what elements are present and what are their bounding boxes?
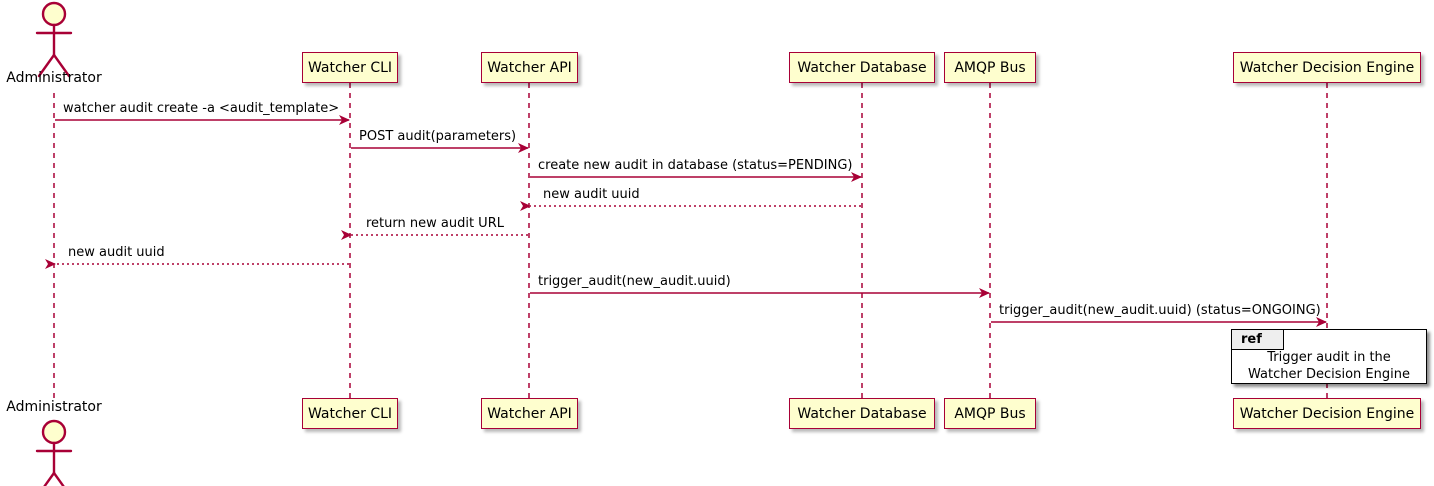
- message-label-msg-2: POST audit(parameters): [359, 129, 517, 144]
- participant-label-watcher-database-bottom: Watcher Database: [797, 405, 927, 422]
- participant-box-watcher-cli-top[interactable]: Watcher CLI: [302, 52, 398, 83]
- participant-label-administrator-bottom: Administrator: [6, 399, 102, 415]
- actor-leg-right-bottom: [52, 471, 65, 486]
- participant-label-administrator-top: Administrator: [6, 70, 102, 86]
- participant-label-watcher-api-bottom: Watcher API: [487, 405, 572, 422]
- participant-box-watcher-database-bottom[interactable]: Watcher Database: [789, 398, 935, 429]
- message-label-msg-5: return new audit URL: [366, 216, 504, 231]
- actor-figure-top: [35, 1, 73, 78]
- message-label-msg-3: create new audit in database (status=PEN…: [538, 158, 853, 173]
- ref-fragment-keyword: ref: [1232, 330, 1284, 350]
- message-label-msg-8: trigger_audit(new_audit.uuid) (status=ON…: [999, 303, 1321, 318]
- participant-box-amqp-bus-top[interactable]: AMQP Bus: [944, 52, 1036, 83]
- actor-figure-bottom: [35, 419, 73, 486]
- participant-box-watcher-api-bottom[interactable]: Watcher API: [481, 398, 578, 429]
- ref-fragment-line-2: Watcher Decision Engine: [1248, 366, 1410, 382]
- participant-box-decision-engine-top[interactable]: Watcher Decision Engine: [1233, 52, 1421, 83]
- participant-box-watcher-database-top[interactable]: Watcher Database: [789, 52, 935, 83]
- participant-label-watcher-database-top: Watcher Database: [797, 59, 927, 76]
- participant-box-watcher-cli-bottom[interactable]: Watcher CLI: [302, 398, 398, 429]
- message-label-msg-1: watcher audit create -a <audit_template>: [63, 101, 340, 116]
- message-arrows-layer: [45, 115, 1327, 327]
- participant-label-watcher-cli-top: Watcher CLI: [307, 59, 393, 76]
- participant-label-decision-engine-bottom: Watcher Decision Engine: [1239, 405, 1415, 422]
- lifelines-layer: [53, 83, 1328, 398]
- actor-head-top: [41, 1, 67, 27]
- actor-leg-left-bottom: [43, 471, 56, 486]
- message-label-msg-4: new audit uuid: [543, 187, 640, 202]
- actor-leg-right-top: [52, 53, 71, 78]
- message-label-msg-7: trigger_audit(new_audit.uuid): [538, 274, 731, 289]
- ref-fragment-line-1: Trigger audit in the: [1267, 350, 1391, 366]
- participant-label-amqp-bus-bottom: AMQP Bus: [954, 405, 1026, 422]
- participant-label-decision-engine-top: Watcher Decision Engine: [1239, 59, 1415, 76]
- participant-label-amqp-bus-top: AMQP Bus: [954, 59, 1026, 76]
- participant-label-watcher-api-top: Watcher API: [487, 59, 572, 76]
- participant-box-decision-engine-bottom[interactable]: Watcher Decision Engine: [1233, 398, 1421, 429]
- participant-box-amqp-bus-bottom[interactable]: AMQP Bus: [944, 398, 1036, 429]
- actor-head-bottom: [41, 419, 67, 445]
- participant-label-watcher-cli-bottom: Watcher CLI: [307, 405, 393, 422]
- actor-leg-left-top: [37, 53, 56, 78]
- actor-figures-layer: [35, 1, 73, 486]
- message-label-msg-6: new audit uuid: [68, 245, 165, 260]
- participant-box-watcher-api-top[interactable]: Watcher API: [481, 52, 578, 83]
